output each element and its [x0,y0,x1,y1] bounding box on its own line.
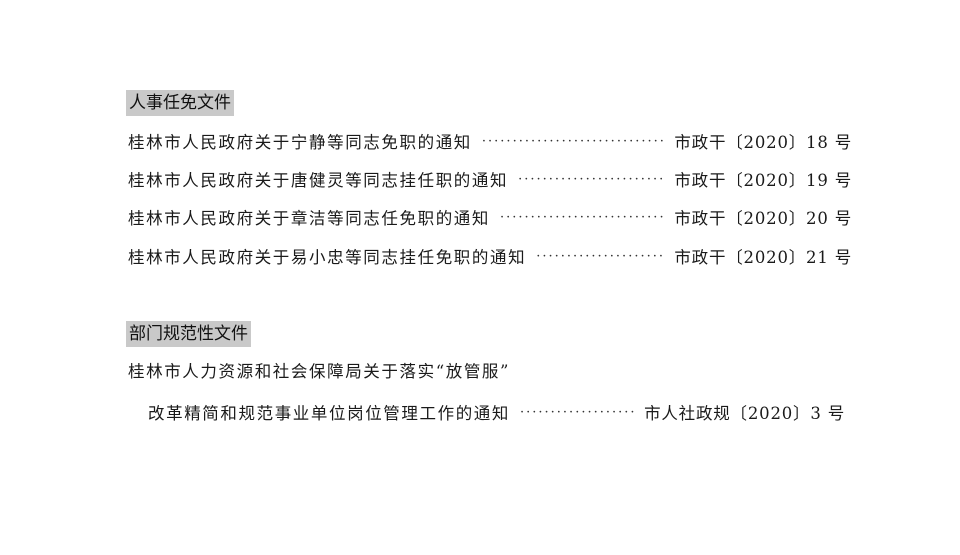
toc-entry[interactable]: 改革精简和规范事业单位岗位管理工作的通知 市人社政规〔2020〕3 号 [148,400,845,424]
entry-title: 桂林市人民政府关于易小忠等同志挂任免职的通知 [128,248,527,267]
entry-doc-number: 市政干〔2020〕20 号 [674,209,852,228]
dot-leader [518,172,664,187]
entry-doc-number: 市人社政规〔2020〕3 号 [644,404,845,423]
section-heading-normative: 部门规范性文件 [126,321,251,347]
toc-entry[interactable]: 桂林市人民政府关于宁静等同志免职的通知 市政干〔2020〕18 号 [128,129,852,153]
dot-leader [500,210,664,225]
entry-title-line2: 改革精简和规范事业单位岗位管理工作的通知 [148,404,510,423]
section-heading-personnel: 人事任免文件 [126,90,234,116]
entry-title: 桂林市人民政府关于宁静等同志免职的通知 [128,133,472,152]
toc-entry[interactable]: 桂林市人民政府关于唐健灵等同志挂任职的通知 市政干〔2020〕19 号 [128,167,852,191]
entry-title: 桂林市人民政府关于唐健灵等同志挂任职的通知 [128,171,509,190]
toc-entry[interactable]: 桂林市人民政府关于章洁等同志任免职的通知 市政干〔2020〕20 号 [128,205,852,229]
entry-doc-number: 市政干〔2020〕18 号 [674,133,852,152]
toc-entry[interactable]: 桂林市人民政府关于易小忠等同志挂任免职的通知 市政干〔2020〕21 号 [128,244,852,268]
entry-doc-number: 市政干〔2020〕21 号 [674,248,852,267]
entry-title-line1[interactable]: 桂林市人力资源和社会保障局关于落实“放管服” [128,362,511,381]
entry-doc-number: 市政干〔2020〕19 号 [674,171,852,190]
dot-leader [536,249,664,264]
dot-leader [520,405,634,420]
dot-leader [482,134,664,149]
entry-title: 桂林市人民政府关于章洁等同志任免职的通知 [128,209,490,228]
